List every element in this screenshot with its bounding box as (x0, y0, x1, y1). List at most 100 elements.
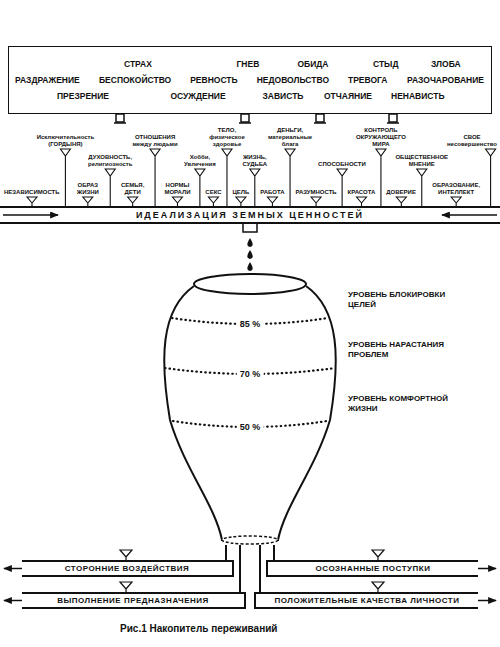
funnel-marker (195, 169, 205, 206)
drip (247, 250, 252, 259)
emotion-word: ЗЛОБА (431, 59, 461, 69)
tap (241, 114, 249, 122)
funnel-marker (60, 149, 70, 206)
funnel-marker (120, 550, 132, 560)
funnel-marker (120, 582, 132, 592)
level-label: УРОВЕНЬ КОМФОРТНОЙ ЖИЗНИ (348, 394, 460, 414)
value-label: СЕКС (205, 189, 221, 196)
funnel-marker (451, 197, 461, 206)
drain-tube (273, 545, 275, 560)
pipe-label: ИДЕАЛИЗАЦИЯ ЗЕМНЫХ ЦЕННОСТЕЙ (134, 210, 366, 220)
funnel-marker (417, 169, 427, 206)
value-label: НЕЗАВИСИМОСТЬ (4, 189, 60, 196)
funnel-marker (208, 197, 218, 206)
value-label: СЕМЬЯ, ДЕТИ (116, 182, 150, 196)
value-label: ОБРАЗ ЖИЗНИ (71, 182, 105, 196)
emotion-word: ПРЕЗРЕНИЕ (57, 91, 109, 101)
vase-mouth (194, 274, 306, 294)
funnel-marker (372, 550, 384, 560)
funnel-marker (396, 197, 406, 206)
value-label: ТЕЛО, физическое здоровье (205, 127, 249, 148)
funnel-marker (236, 197, 246, 206)
tap (316, 114, 324, 122)
value-label: РАБОТА (260, 189, 284, 196)
level-percent: 85 % (237, 319, 264, 329)
value-label: КОНТРОЛЬ ОКРУЖАЮЩЕГО МИРА (354, 127, 408, 148)
value-pipe: ИДЕАЛИЗАЦИЯ ЗЕМНЫХ ЦЕННОСТЕЙ (0, 206, 500, 224)
outflow-pipe: СТОРОННИЕ ВОЗДЕЙСТВИЯ (22, 560, 234, 577)
funnel-marker (83, 197, 93, 206)
flow-arrow (442, 214, 497, 216)
value-label: ОТНОШЕНИЯ между людьми (132, 134, 178, 148)
funnel-marker (337, 169, 347, 206)
value-label: ЖИЗНЬ, СУДЬБА (238, 154, 272, 168)
funnel-marker (222, 149, 232, 206)
value-label: ОБРАЗОВАНИЕ, ИНТЕЛЛЕКТ (427, 182, 485, 196)
value-label: ДУХОВНОСТЬ, религиозность (86, 154, 134, 168)
emotion-container: СТРАХ ГНЕВ ОБИДА СТЫД ЗЛОБА РАЗДРАЖЕНИЕ БЕСПОК… (8, 46, 492, 114)
level-percent: 70 % (237, 369, 264, 379)
outflow-pipe: ПОЛОЖИТЕЛЬНЫЕ КАЧЕСТВА ЛИЧНОСТИ (254, 592, 478, 609)
value-label: Исключительность (ГОРДЫНЯ) (35, 134, 95, 148)
emotion-word: БЕСПОКОЙСТВО (99, 75, 171, 85)
funnel-marker (311, 197, 321, 206)
funnel-marker (105, 169, 115, 206)
drain-tube (239, 545, 241, 592)
funnel-marker (27, 197, 37, 206)
drip (247, 262, 252, 271)
value-label: Хобби, Увлечения (182, 154, 218, 168)
tap (116, 114, 124, 122)
emotion-word: РЕВНОСТЬ (190, 75, 237, 85)
pipe-label: ПОЛОЖИТЕЛЬНЫЕ КАЧЕСТВА ЛИЧНОСТИ (273, 596, 462, 605)
emotion-word: ОСУЖДЕНИЕ (170, 91, 225, 101)
tap (389, 114, 397, 122)
emotion-word: ЗАВИСТЬ (263, 91, 304, 101)
value-label: ДЕНЬГИ, материальные блага (265, 127, 315, 148)
value-label: ЦЕЛЬ (232, 189, 249, 196)
funnel-marker (267, 197, 277, 206)
emotion-word: СТРАХ (124, 59, 152, 69)
emotion-word: РАЗДРАЖЕНИЕ (15, 75, 80, 85)
pipe-label: СТОРОННИЕ ВОЗДЕЙСТВИЯ (63, 564, 192, 573)
vase: 85 % 70 % 50 % (160, 272, 340, 545)
pipe-label: ОСОЗНАННЫЕ ПОСТУПКИ (314, 564, 433, 573)
value-label: СПОСОБНОСТИ (318, 161, 366, 168)
emotion-word: ОБИДА (297, 59, 328, 69)
level-percent: 50 % (237, 422, 264, 432)
emotion-word: ГНЕВ (237, 59, 260, 69)
emotion-word: НЕДОВОЛЬСТВО (257, 75, 329, 85)
emotion-word: РАЗОЧАРОВАНИЕ (407, 75, 484, 85)
emotion-word: ОТЧАЯНИЕ (324, 91, 372, 101)
drain-tube (259, 545, 261, 592)
vase-drain (222, 536, 278, 544)
pipe-label: ВЫПОЛНЕНИЕ ПРЕДНАЗНАЧЕНИЯ (55, 596, 211, 605)
value-label: ДОВЕРИЕ (386, 189, 416, 196)
emotion-word: НЕНАВИСТЬ (391, 91, 445, 101)
flow-arrow (3, 214, 58, 216)
funnel-marker (150, 149, 160, 206)
value-label: НОРМЫ МОРАЛИ (160, 182, 194, 196)
funnel-marker (285, 149, 295, 206)
outflow-pipe: ВЫПОЛНЕНИЕ ПРЕДНАЗНАЧЕНИЯ (22, 592, 246, 609)
level-label: УРОВЕНЬ БЛОКИРОВКИ ЦЕЛЕЙ (348, 290, 460, 310)
figure-caption: Рис.1 Накопитель переживаний (120, 623, 277, 634)
outflow-pipe: ОСОЗНАННЫЕ ПОСТУПКИ (266, 560, 478, 577)
funnel-marker (357, 197, 367, 206)
spout (243, 224, 257, 232)
funnel-marker (376, 149, 386, 206)
emotion-word: СТЫД (373, 59, 399, 69)
funnel-marker (250, 169, 260, 206)
vase-outline (160, 272, 340, 545)
funnel-marker (128, 197, 138, 206)
funnel-marker (372, 582, 384, 592)
drip (247, 238, 252, 247)
emotion-word: ТРЕВОГА (348, 75, 388, 85)
funnel-marker (486, 149, 496, 206)
funnel-marker (172, 197, 182, 206)
value-label: СВОЕ несовершенство (447, 134, 497, 148)
value-label: КРАСОТА (348, 189, 376, 196)
drain-tube (225, 545, 227, 560)
value-label: ОБЩЕСТВЕННОЕ МНЕНИЕ (394, 154, 450, 168)
level-label: УРОВЕНЬ НАРАСТАНИЯ ПРОБЛЕМ (348, 340, 460, 360)
vase-body (164, 286, 336, 540)
